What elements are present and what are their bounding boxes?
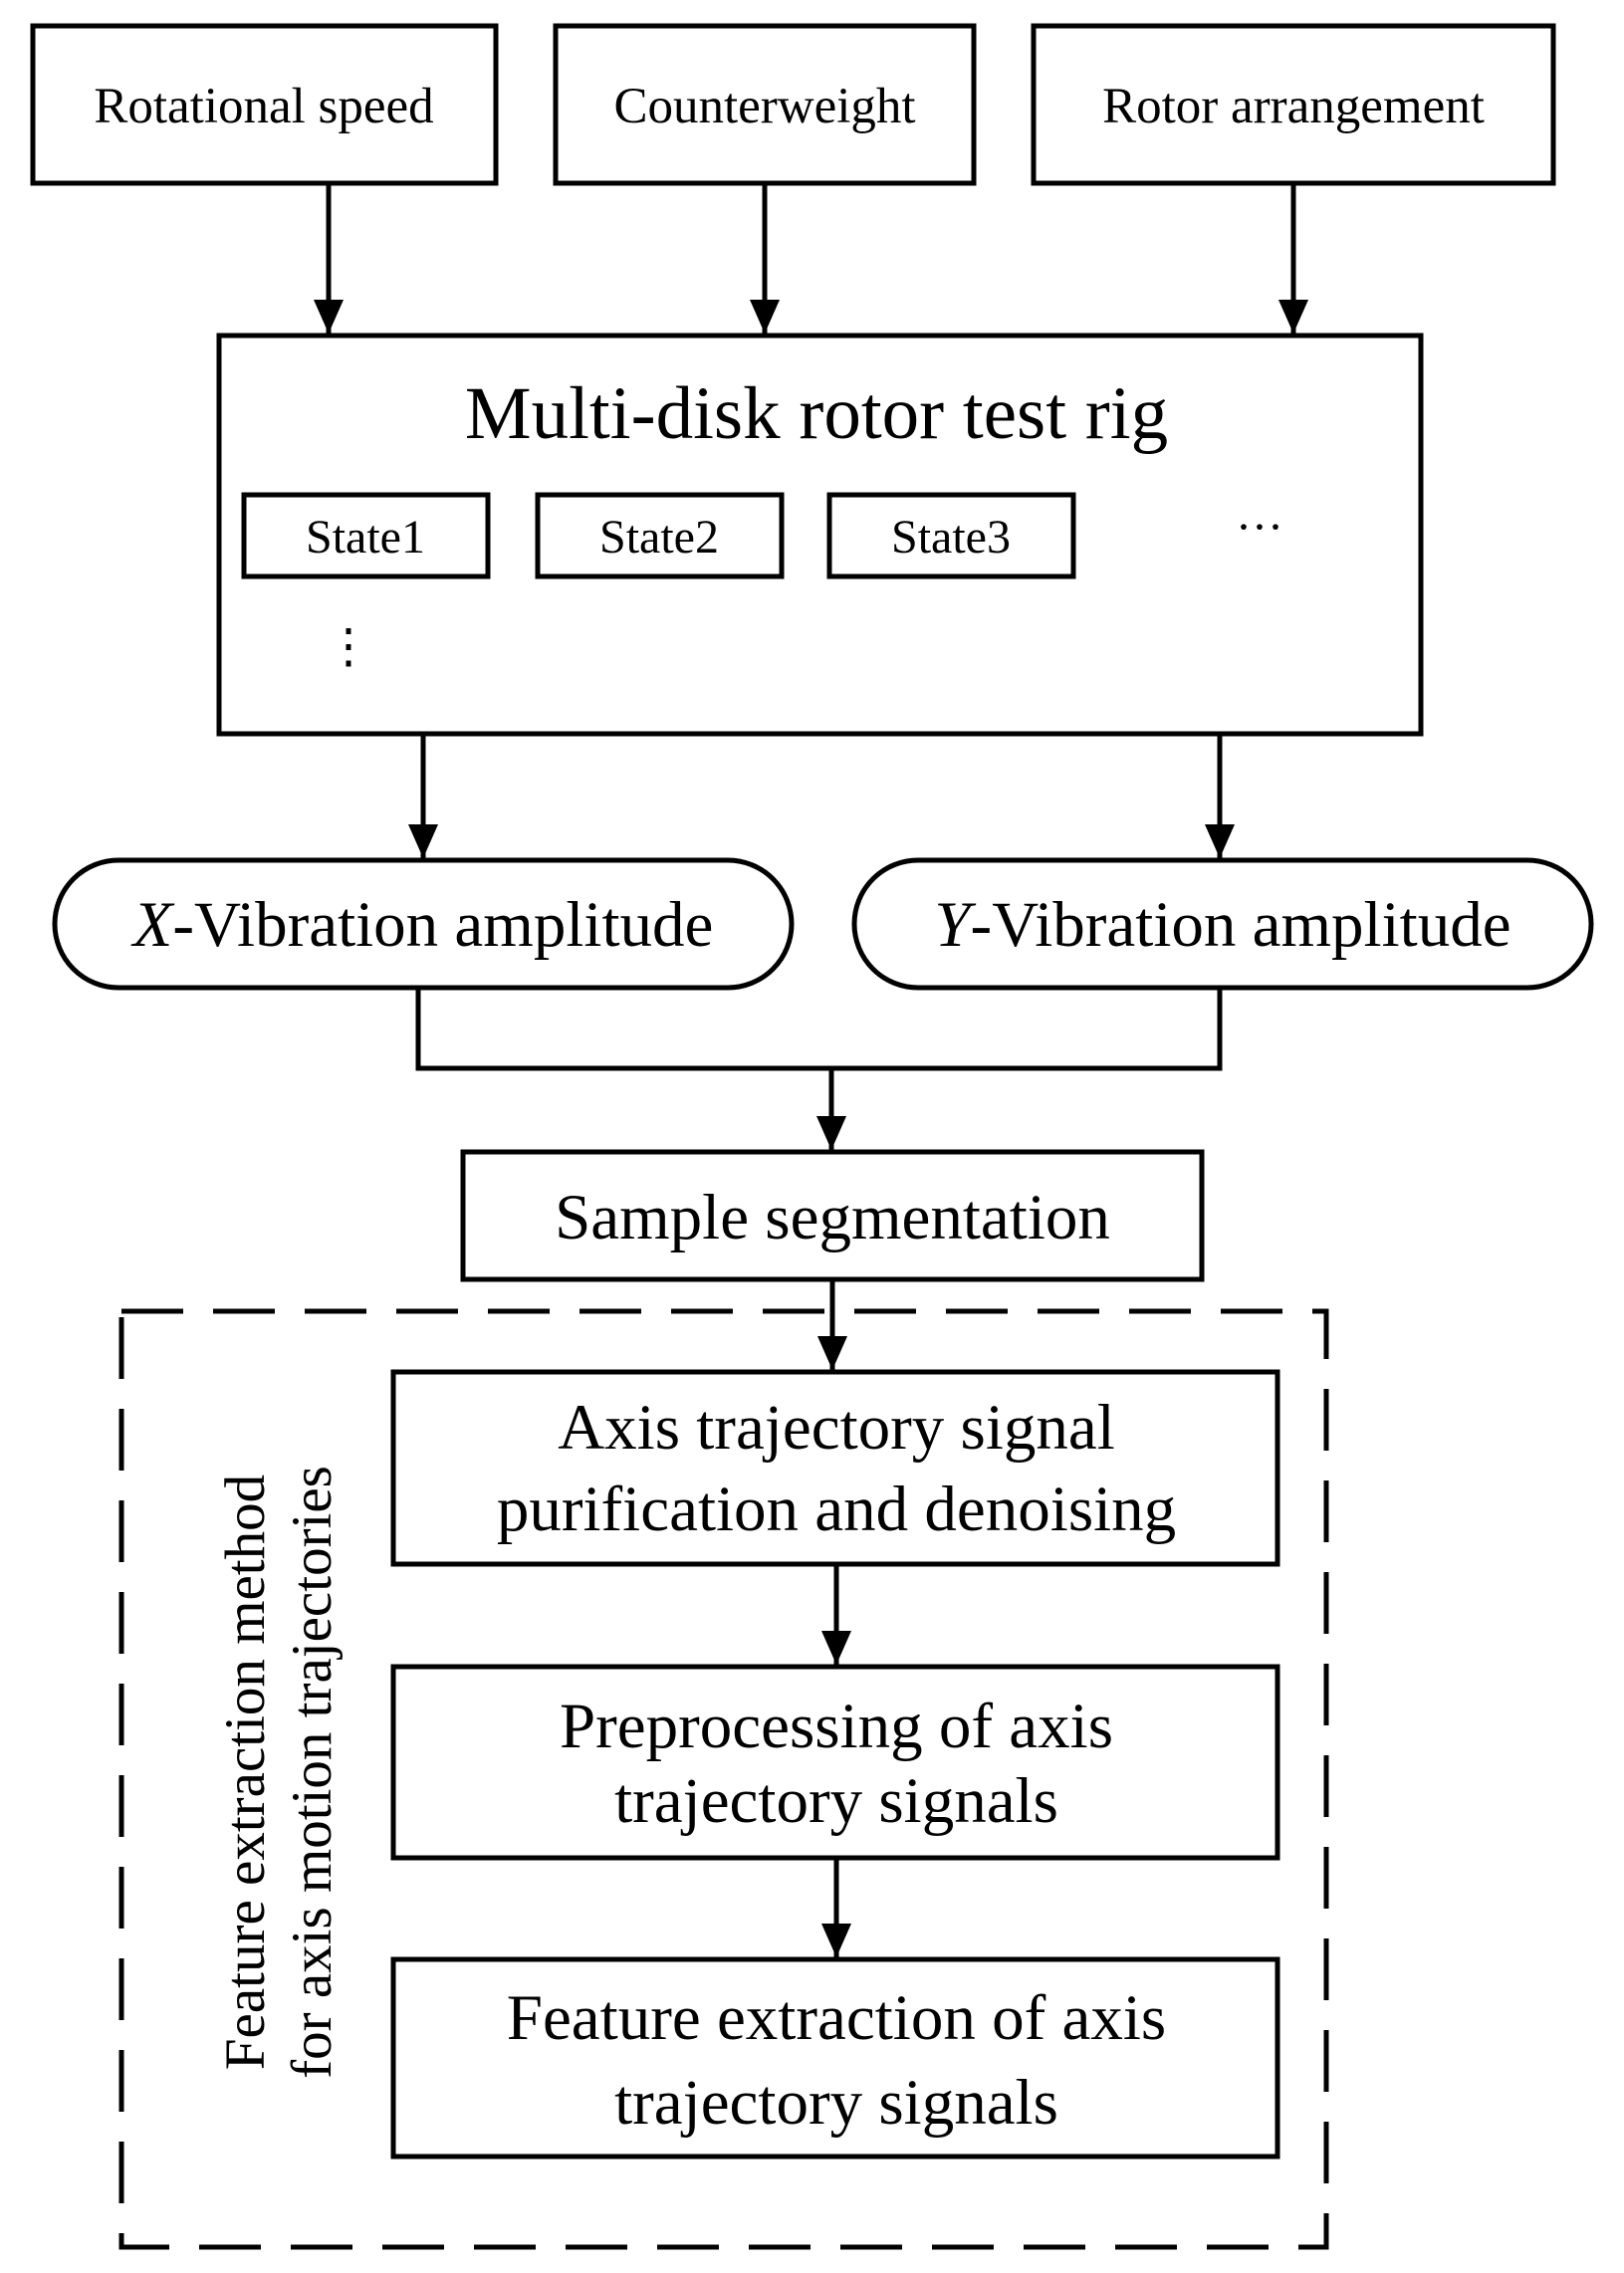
y-axis-letter: Y bbox=[934, 889, 976, 961]
y-vibration-text: -Vibration amplitude bbox=[971, 889, 1511, 961]
feature-group-border bbox=[118, 1308, 1329, 2250]
step3-line2: trajectory signals bbox=[614, 2067, 1058, 2139]
feature-group-label: Feature extraction method for axis motio… bbox=[214, 1466, 344, 2079]
state-box-1: State1 bbox=[241, 492, 491, 579]
y-vibration-pill: Y-Vibration amplitude bbox=[851, 857, 1594, 991]
state-label-1: State1 bbox=[306, 511, 425, 564]
input-label-arrangement: Rotor arrangement bbox=[1102, 79, 1485, 134]
input-label-speed: Rotational speed bbox=[94, 79, 433, 134]
state-label-3: State3 bbox=[891, 511, 1011, 564]
segmentation-label: Sample segmentation bbox=[555, 1182, 1110, 1253]
step-box-preprocessing: Preprocessing of axis trajectory signals bbox=[390, 1664, 1280, 1861]
state-box-2: State2 bbox=[535, 492, 785, 579]
step3-line1: Feature extraction of axis bbox=[507, 1982, 1166, 2054]
feature-group-label-line2: for axis motion trajectories bbox=[281, 1466, 344, 2079]
input-box-speed: Rotational speed bbox=[30, 23, 499, 186]
state-box-3: State3 bbox=[826, 492, 1076, 579]
step-box-feature-extraction: Feature extraction of axis trajectory si… bbox=[390, 1956, 1280, 2159]
input-label-counterweight: Counterweight bbox=[613, 79, 915, 134]
state-label-2: State2 bbox=[599, 511, 719, 564]
more-states-vertical: ⋮ bbox=[325, 620, 372, 673]
x-vibration-label: X-Vibration amplitude bbox=[130, 889, 714, 961]
step1-line1: Axis trajectory signal bbox=[558, 1392, 1115, 1464]
feature-group-label-line1: Feature extraction method bbox=[214, 1475, 277, 2070]
y-vibration-label: Y-Vibration amplitude bbox=[934, 889, 1510, 961]
x-vibration-pill: X-Vibration amplitude bbox=[52, 857, 795, 991]
x-axis-letter: X bbox=[130, 889, 175, 961]
step2-line2: trajectory signals bbox=[614, 1765, 1058, 1837]
step1-line2: purification and denoising bbox=[497, 1474, 1176, 1545]
input-box-arrangement: Rotor arrangement bbox=[1031, 23, 1556, 186]
input-box-counterweight: Counterweight bbox=[553, 23, 977, 186]
segmentation-box: Sample segmentation bbox=[460, 1149, 1205, 1282]
more-states-horizontal: ··· bbox=[1236, 501, 1283, 554]
test-rig-box: Multi-disk rotor test rig State1 State2 … bbox=[216, 333, 1424, 737]
step2-line1: Preprocessing of axis bbox=[560, 1691, 1113, 1762]
test-rig-title: Multi-disk rotor test rig bbox=[465, 372, 1168, 455]
x-vibration-text: -Vibration amplitude bbox=[172, 889, 713, 961]
merge-connector bbox=[415, 988, 1223, 1071]
step-box-purification: Axis trajectory signal purification and … bbox=[390, 1369, 1280, 1567]
